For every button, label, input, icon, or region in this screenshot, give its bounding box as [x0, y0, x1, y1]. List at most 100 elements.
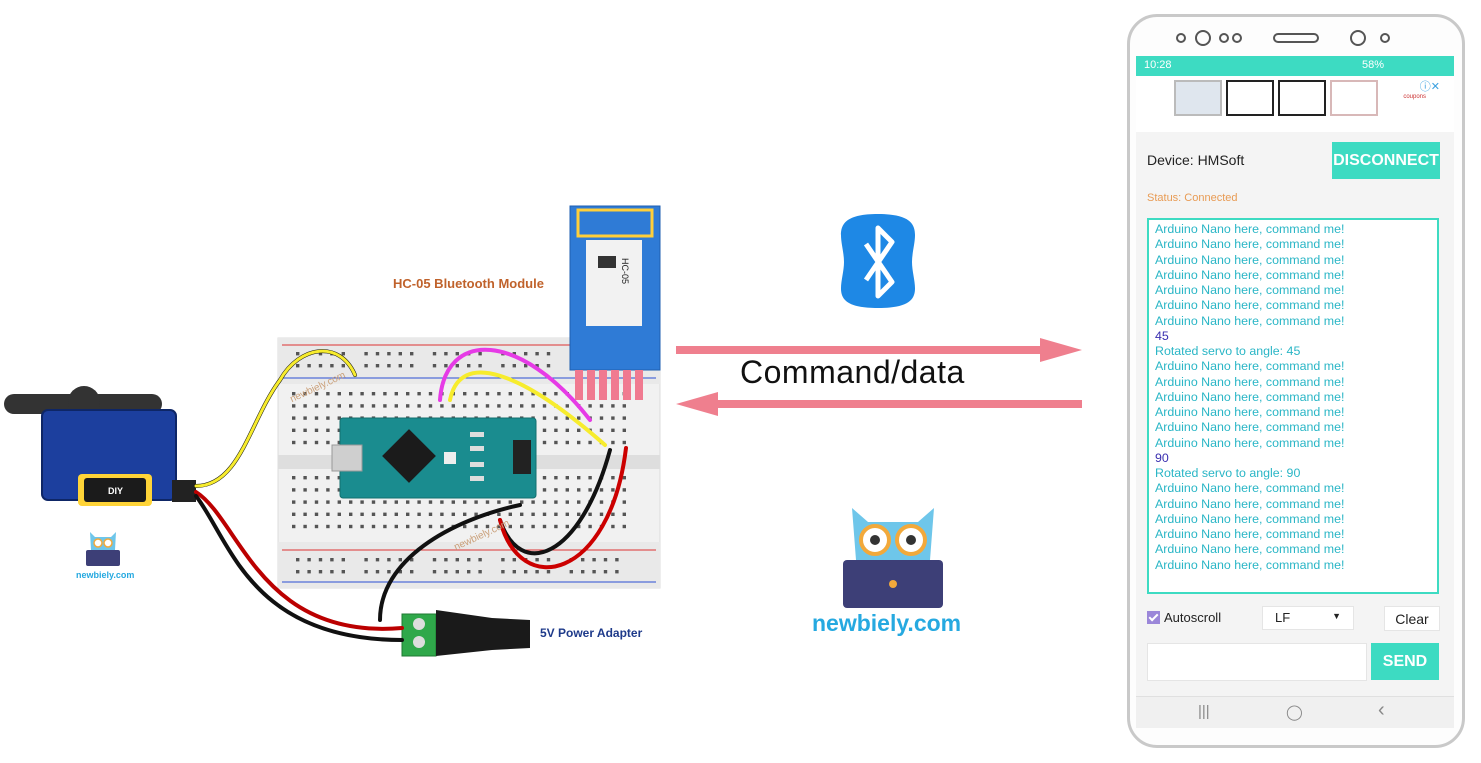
- phone-top-sensors: [1176, 30, 1390, 46]
- breadboard-hole: [440, 404, 444, 408]
- breadboard-hole: [577, 500, 581, 504]
- breadboard-hole: [599, 416, 604, 420]
- breadboard-hole: [463, 500, 467, 504]
- breadboard-hole: [292, 392, 296, 396]
- breadboard-hole: [432, 558, 437, 562]
- breadboard-hole: [542, 404, 547, 408]
- breadboard-hole: [474, 524, 478, 529]
- breadboard-hole: [451, 404, 455, 408]
- breadboard-hole: [337, 524, 341, 529]
- serial-terminal[interactable]: Arduino Nano here, command me! Arduino Na…: [1147, 218, 1439, 594]
- breadboard-hole: [485, 392, 490, 396]
- breadboard-hole: [599, 488, 604, 492]
- breadboard-hole: [318, 364, 323, 368]
- breadboard-hole: [497, 404, 501, 408]
- ad-thumbnail[interactable]: [1226, 80, 1274, 116]
- breadboard-hole: [292, 440, 296, 445]
- ad-thumbnail[interactable]: [1278, 80, 1326, 116]
- message-input[interactable]: [1147, 643, 1367, 681]
- breadboard-hole: [349, 404, 353, 408]
- breadboard-hole: [474, 392, 478, 396]
- breadboard-hole: [478, 352, 482, 356]
- breadboard-hole: [307, 558, 311, 562]
- clear-button[interactable]: Clear: [1384, 606, 1440, 631]
- breadboard-hole: [535, 364, 539, 368]
- breadboard-hole: [520, 392, 524, 396]
- breadboard-hole: [444, 364, 448, 368]
- breadboard-hole: [383, 512, 387, 516]
- nav-back-icon[interactable]: ‹: [1378, 699, 1385, 721]
- breadboard-hole: [455, 558, 459, 562]
- terminal-received-line: Arduino Nano here, command me!: [1155, 511, 1345, 526]
- breadboard-hole: [432, 570, 437, 574]
- data-arrows: [676, 338, 1082, 416]
- breadboard-hole: [292, 404, 296, 408]
- breadboard-hole: [455, 570, 459, 574]
- breadboard-hole: [622, 428, 626, 432]
- line-ending-select[interactable]: LF ▼: [1262, 606, 1354, 630]
- ad-thumbnail[interactable]: [1330, 80, 1378, 116]
- breadboard-hole: [303, 416, 307, 420]
- breadboard-hole: [375, 352, 380, 356]
- breadboard-hole: [428, 392, 433, 396]
- breadboard-hole: [417, 500, 421, 504]
- breadboard-hole: [611, 488, 615, 492]
- send-button[interactable]: SEND: [1371, 643, 1439, 680]
- breadboard-hole: [428, 524, 433, 529]
- terminal-received-line: Arduino Nano here, command me!: [1155, 359, 1345, 374]
- breadboard-hole: [569, 570, 573, 574]
- breadboard-hole: [554, 512, 558, 516]
- nav-recent-icon[interactable]: |||: [1198, 703, 1210, 720]
- breadboard-hole: [611, 404, 615, 408]
- breadboard-hole: [444, 570, 448, 574]
- terminal-received-line: Arduino Nano here, command me!: [1155, 222, 1345, 236]
- disconnect-button[interactable]: DISCONNECT: [1332, 142, 1440, 179]
- breadboard-hole: [371, 512, 376, 516]
- breadboard-hole: [440, 500, 444, 504]
- breadboard-hole: [478, 558, 482, 562]
- nav-home-icon[interactable]: ◯: [1286, 704, 1303, 721]
- breadboard-hole: [577, 512, 581, 516]
- breadboard-hole: [394, 404, 398, 408]
- ad-banner[interactable]: ⓘ✕ coupons: [1136, 76, 1454, 132]
- breadboard-hole: [406, 512, 410, 516]
- breadboard-hole: [520, 404, 524, 408]
- breadboard-hole: [599, 428, 604, 432]
- breadboard-hole: [542, 416, 547, 420]
- breadboard-hole: [497, 392, 501, 396]
- breadboard-hole: [364, 352, 368, 356]
- breadboard-hole: [398, 558, 402, 562]
- breadboard-hole: [546, 558, 551, 562]
- breadboard-hole: [410, 352, 414, 356]
- breadboard-hole: [554, 428, 558, 432]
- ad-thumbnail[interactable]: [1174, 80, 1222, 116]
- status-icons: 58%: [1361, 59, 1384, 71]
- breadboard-hole: [463, 404, 467, 408]
- breadboard-hole: [554, 476, 558, 480]
- breadboard-hole: [531, 524, 535, 529]
- autoscroll-toggle[interactable]: Autoscroll: [1147, 610, 1221, 625]
- breadboard-hole: [326, 512, 330, 516]
- breadboard-hole: [512, 570, 516, 574]
- breadboard-hole: [428, 512, 433, 516]
- breadboard-hole: [615, 570, 619, 574]
- breadboard-hole: [326, 488, 330, 492]
- checkbox-checked-icon[interactable]: [1147, 611, 1160, 624]
- terminal-received-line: Arduino Nano here, command me!: [1155, 481, 1345, 496]
- breadboard-hole: [337, 404, 341, 408]
- breadboard-hole: [296, 570, 300, 574]
- breadboard-hole: [303, 488, 307, 492]
- servo-motor: DIY: [4, 386, 196, 506]
- breadboard-hole: [611, 524, 615, 529]
- breadboard-hole: [292, 512, 296, 516]
- breadboard-hole: [364, 364, 368, 368]
- phone-mockup: 10:28 58% ⓘ✕ coupons Device: HMSoft DISC…: [1127, 14, 1465, 748]
- breadboard-hole: [303, 392, 307, 396]
- ad-close-icon[interactable]: ⓘ✕: [1419, 81, 1440, 93]
- breadboard-hole: [314, 512, 319, 516]
- breadboard-hole: [581, 558, 585, 562]
- breadboard-hole: [478, 364, 482, 368]
- breadboard-hole: [474, 500, 478, 504]
- breadboard-hole: [599, 512, 604, 516]
- breadboard-hole: [565, 524, 569, 529]
